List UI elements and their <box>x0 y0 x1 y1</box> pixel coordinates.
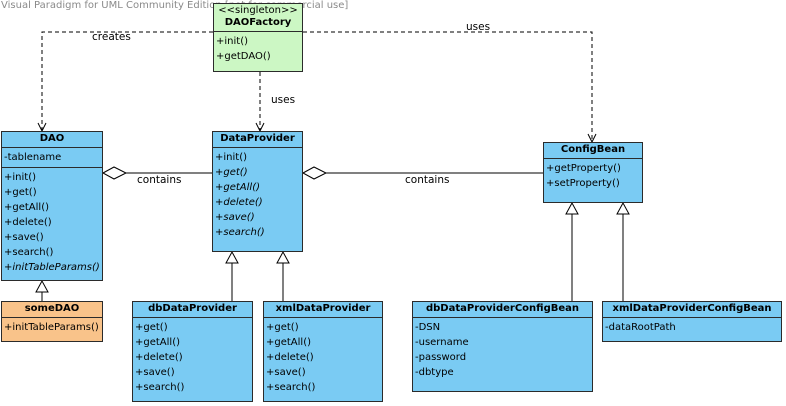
operation: +save() <box>266 367 306 378</box>
attribute: -dataRootPath <box>605 322 676 333</box>
class-dbdataprovider[interactable]: dbDataProvider +get() +getAll() +delete(… <box>132 301 253 402</box>
attribute: -DSN <box>415 322 441 333</box>
attribute: -tablename <box>4 152 62 163</box>
operation: +init() <box>216 36 248 47</box>
operation-abstract: +delete() <box>215 197 263 208</box>
operation: +initTableParams() <box>4 322 99 333</box>
operation: +get() <box>266 322 299 333</box>
operation: +get() <box>4 187 37 198</box>
class-header: DataProvider <box>213 132 302 148</box>
label-contains-right: contains <box>405 174 450 186</box>
generalization-arrow-dataprovider-right <box>276 250 290 264</box>
class-name: dbDataProvider <box>148 303 237 314</box>
operations-compartment: +initTableParams() <box>2 318 102 337</box>
class-header: dbDataProviderConfigBean <box>413 302 592 318</box>
operation: +search() <box>135 382 185 393</box>
operation: +save() <box>135 367 175 378</box>
class-xmldataproviderconfigbean[interactable]: xmlDataProviderConfigBean -dataRootPath <box>602 301 782 342</box>
generalization-arrow-configbean-left <box>565 201 579 215</box>
class-name: someDAO <box>24 303 80 314</box>
class-daofactory[interactable]: <<singleton>> DAOFactory +init() +getDAO… <box>213 3 303 72</box>
label-creates: creates <box>92 31 131 43</box>
attribute: -dbtype <box>415 367 454 378</box>
class-name: dbDataProviderConfigBean <box>425 303 579 314</box>
class-header: <<singleton>> DAOFactory <box>214 4 302 32</box>
class-name: DAOFactory <box>224 17 292 28</box>
operation: +getAll() <box>4 202 49 213</box>
operations-compartment: +init() +get() +getAll() +delete() +save… <box>2 168 102 277</box>
label-uses-mid: uses <box>271 94 296 106</box>
class-configbean[interactable]: ConfigBean +getProperty() +setProperty() <box>543 142 643 203</box>
edge-uses-configbean <box>303 31 592 142</box>
operation-abstract: +get() <box>215 167 248 178</box>
operation: +save() <box>4 232 44 243</box>
generalization-arrow-dataprovider-left <box>225 250 239 264</box>
class-xmldataprovider[interactable]: xmlDataProvider +get() +getAll() +delete… <box>263 301 383 402</box>
operation: +init() <box>4 172 36 183</box>
operation: +search() <box>266 382 316 393</box>
class-header: xmlDataProviderConfigBean <box>603 302 781 318</box>
generalization-arrow-dao <box>35 279 49 293</box>
class-dbdataproviderconfigbean[interactable]: dbDataProviderConfigBean -DSN -username … <box>412 301 593 392</box>
class-header: DAO <box>2 132 102 148</box>
class-name: xmlDataProviderConfigBean <box>612 303 772 314</box>
class-header: xmlDataProvider <box>264 302 382 318</box>
label-contains-left: contains <box>137 174 182 186</box>
aggregation-diamond-dataprovider <box>301 166 328 180</box>
class-name: DataProvider <box>220 133 295 144</box>
attributes-compartment: -dataRootPath <box>603 318 781 337</box>
operations-compartment: +get() +getAll() +delete() +save() +sear… <box>264 318 382 397</box>
operations-compartment: +getProperty() +setProperty() <box>544 159 642 193</box>
attributes-compartment: -tablename <box>2 148 102 168</box>
operation-abstract: +initTableParams() <box>4 262 100 273</box>
generalization-arrow-configbean-right <box>616 201 630 215</box>
attribute: -username <box>415 337 469 348</box>
class-name: ConfigBean <box>560 144 626 155</box>
class-dao[interactable]: DAO -tablename +init() +get() +getAll() … <box>1 131 103 281</box>
attribute: -password <box>415 352 467 363</box>
operation: +getAll() <box>266 337 311 348</box>
aggregation-diamond-dao <box>101 166 128 180</box>
label-uses-top: uses <box>466 21 491 33</box>
class-header: dbDataProvider <box>133 302 252 318</box>
operation-abstract: +getAll() <box>215 182 260 193</box>
class-name: DAO <box>39 133 65 144</box>
operation: +getProperty() <box>546 163 621 174</box>
operation: +get() <box>135 322 168 333</box>
class-header: someDAO <box>2 302 102 318</box>
edge-creates <box>42 31 213 131</box>
stereotype: <<singleton>> <box>218 5 298 16</box>
class-header: ConfigBean <box>544 143 642 159</box>
operation: +setProperty() <box>546 178 620 189</box>
watermark: Visual Paradigm for UML Community Editio… <box>1 0 349 11</box>
operations-compartment: +get() +getAll() +delete() +save() +sear… <box>133 318 252 397</box>
class-somedao[interactable]: someDAO +initTableParams() <box>1 301 103 342</box>
class-dataprovider[interactable]: DataProvider +init() +get() +getAll() +d… <box>212 131 303 252</box>
operation-abstract: +search() <box>215 227 265 238</box>
operation-abstract: +save() <box>215 212 255 223</box>
operation: +getAll() <box>135 337 180 348</box>
operation: +delete() <box>135 352 183 363</box>
operation: +search() <box>4 247 54 258</box>
operation: +init() <box>215 152 247 163</box>
operation: +delete() <box>266 352 314 363</box>
attributes-compartment: -DSN -username -password -dbtype <box>413 318 592 382</box>
operation: +getDAO() <box>216 51 271 62</box>
operations-compartment: +init() +get() +getAll() +delete() +save… <box>213 148 302 242</box>
operations-compartment: +init() +getDAO() <box>214 32 302 66</box>
operation: +delete() <box>4 217 52 228</box>
class-name: xmlDataProvider <box>275 303 371 314</box>
